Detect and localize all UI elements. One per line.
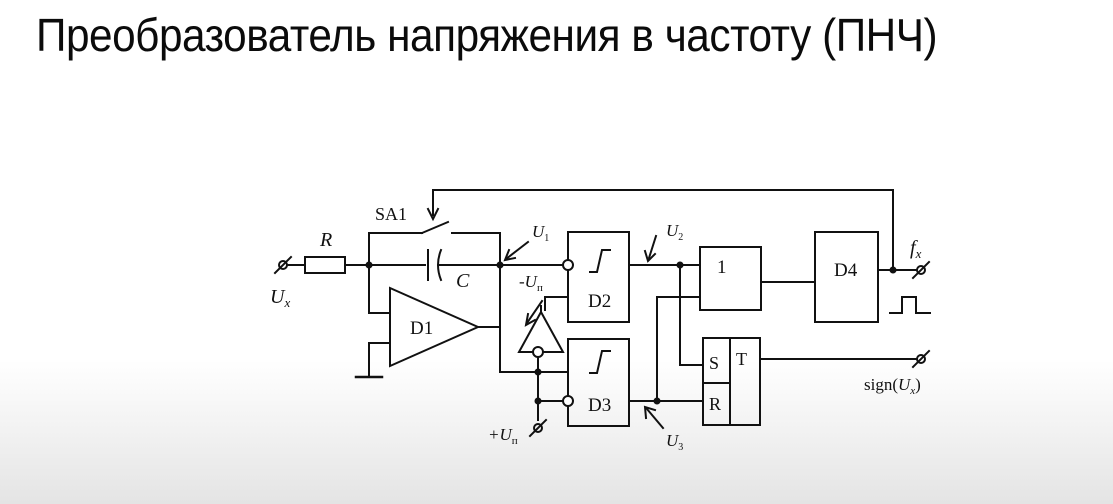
arrow-u1-head bbox=[503, 248, 517, 262]
label-fx: fx bbox=[910, 237, 922, 261]
schmitt-trigger-d2 bbox=[567, 231, 630, 323]
label-minus-up: -Uп bbox=[519, 272, 543, 294]
hysteresis-icon-d2 bbox=[589, 249, 611, 273]
logic-gate-1 bbox=[699, 246, 762, 311]
wire-d3-output bbox=[628, 296, 701, 402]
d3-inverting-bubble bbox=[562, 395, 574, 407]
label-resistor-r: R bbox=[319, 229, 332, 251]
terminal-plus-up bbox=[528, 418, 548, 438]
label-trigger-r: R bbox=[709, 394, 721, 414]
arrow-u2 bbox=[647, 234, 658, 260]
wire-sa1-bypass bbox=[368, 232, 423, 266]
junction-dot bbox=[653, 397, 661, 405]
label-trigger-t: T bbox=[736, 349, 747, 369]
rs-trigger-t bbox=[702, 337, 761, 426]
resistor-r bbox=[304, 256, 346, 274]
junction-dot bbox=[365, 261, 373, 269]
output-terminal-sign bbox=[911, 349, 931, 369]
label-u1: U1 bbox=[532, 222, 549, 244]
wire-feedback bbox=[432, 189, 894, 271]
label-u2: U2 bbox=[666, 221, 683, 243]
block-d4 bbox=[814, 231, 879, 323]
junction-dot bbox=[889, 266, 897, 274]
slide-title: Преобразователь напряжения в частоту (ПН… bbox=[36, 9, 938, 61]
label-gate-1: 1 bbox=[717, 257, 727, 278]
inverter-buffer bbox=[517, 309, 565, 353]
arrow-u2-head bbox=[643, 249, 657, 263]
schmitt-trigger-d3 bbox=[567, 338, 630, 427]
d2-inverting-bubble bbox=[562, 259, 574, 271]
arrow-u3 bbox=[645, 407, 665, 430]
label-trigger-s: S bbox=[709, 353, 719, 373]
label-capacitor-c: C bbox=[456, 270, 470, 292]
junction-dot bbox=[496, 261, 504, 269]
label-d1: D1 bbox=[410, 318, 433, 339]
hysteresis-icon-d3 bbox=[589, 350, 611, 374]
output-terminal-fx bbox=[911, 260, 931, 280]
arrow-u1 bbox=[504, 240, 530, 261]
label-d3: D3 bbox=[588, 395, 611, 416]
label-sa1: SA1 bbox=[375, 204, 407, 224]
d2-threshold-input bbox=[544, 296, 569, 311]
arrow-minus-up bbox=[525, 299, 544, 325]
arrow-u3-head bbox=[643, 405, 657, 420]
wire-u2-to-s bbox=[679, 264, 704, 366]
wire-sa1-right bbox=[451, 232, 501, 266]
label-d2: D2 bbox=[588, 291, 611, 312]
wire-opamp-inverting bbox=[368, 264, 391, 314]
junction-dot bbox=[534, 368, 542, 376]
label-d4: D4 bbox=[834, 260, 858, 281]
label-sign-ux: sign(Ux) bbox=[864, 375, 921, 397]
buffer-bubble bbox=[532, 346, 544, 358]
junction-dot bbox=[534, 397, 542, 405]
opamp-d1 bbox=[389, 286, 481, 368]
pulse-waveform-icon bbox=[889, 296, 931, 314]
switch-sa1 bbox=[420, 220, 450, 235]
label-plus-up: +Uп bbox=[488, 425, 518, 447]
arrow-minus-up-head bbox=[524, 312, 537, 327]
label-u3: U3 bbox=[666, 431, 683, 453]
wire-opamp-ground bbox=[368, 342, 391, 378]
label-ux: Ux bbox=[270, 286, 290, 310]
junction-dot bbox=[676, 261, 684, 269]
feedback-arrowhead bbox=[426, 207, 440, 222]
